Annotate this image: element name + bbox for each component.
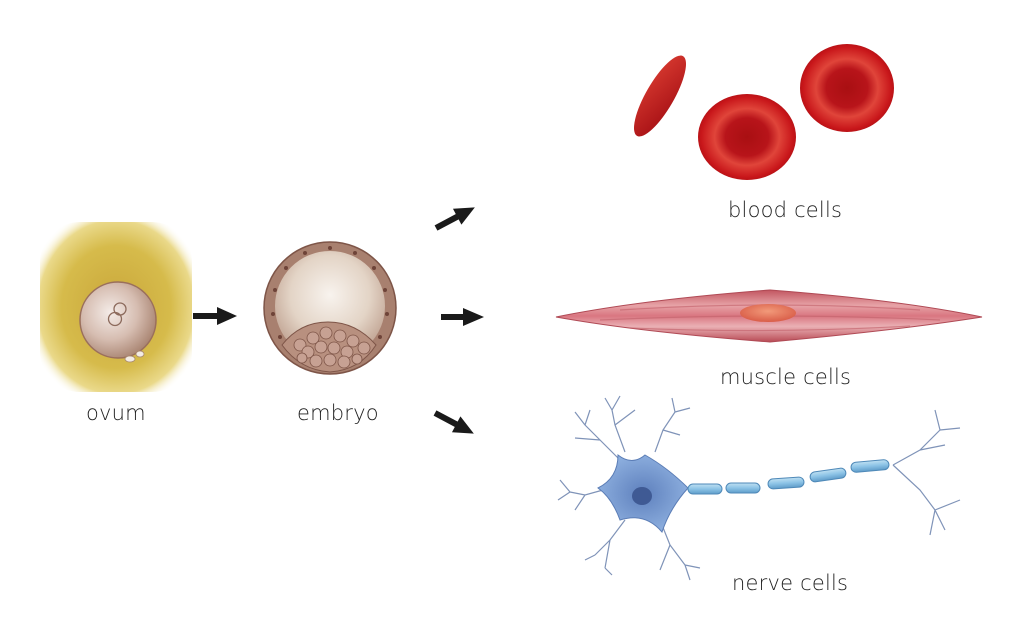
cell-nuclei	[271, 246, 389, 339]
granule-icon	[124, 355, 136, 363]
ovum-illustration	[40, 222, 192, 392]
embryo-illustration	[263, 241, 397, 375]
arrow-embryo-to-nerve	[433, 410, 474, 434]
blood-cells-illustration	[634, 44, 894, 180]
inner-cells	[293, 326, 371, 369]
nerve-cell-illustration	[557, 395, 961, 581]
embryo-label: embryo	[297, 401, 379, 425]
granule-icon	[135, 350, 145, 358]
ovum-label: ovum	[86, 401, 146, 425]
ovum-cell	[79, 281, 157, 359]
polar-body-icon	[107, 311, 123, 327]
arrow-embryo-to-blood	[434, 207, 475, 231]
arrow-ovum-to-embryo	[193, 307, 237, 325]
muscle-nucleus	[740, 304, 796, 322]
dendrites	[557, 395, 961, 581]
red-blood-cell	[698, 94, 796, 180]
muscle-cell-illustration	[555, 289, 983, 343]
red-blood-cell-side	[634, 55, 686, 137]
blood-cells-label: blood cells	[728, 198, 843, 222]
myelin-sheath	[687, 459, 890, 495]
arrow-embryo-to-muscle	[441, 308, 484, 326]
muscle-cells-label: muscle cells	[720, 365, 852, 389]
nerve-nucleus	[632, 487, 652, 505]
nerve-cells-label: nerve cells	[732, 571, 849, 595]
red-blood-cell	[800, 44, 894, 132]
